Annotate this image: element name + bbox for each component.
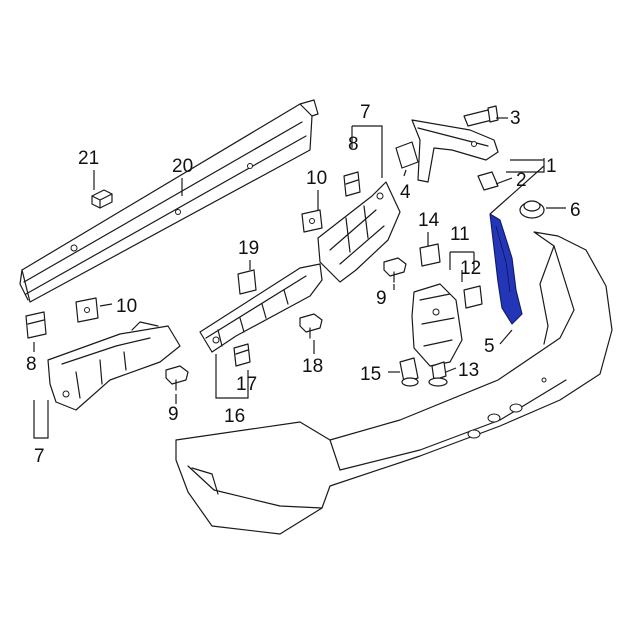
nut-8-left bbox=[25, 311, 47, 339]
callout-7-right: 7 bbox=[360, 102, 371, 123]
grommet-6 bbox=[519, 200, 545, 219]
clip-10-center bbox=[301, 209, 323, 233]
callout-19: 19 bbox=[238, 238, 259, 259]
callout-20: 20 bbox=[172, 156, 193, 177]
clip-10-left bbox=[75, 297, 99, 323]
clip-14 bbox=[419, 243, 441, 267]
callout-8-left: 8 bbox=[26, 354, 37, 375]
screw-3 bbox=[463, 105, 499, 127]
bolt-9-left bbox=[165, 365, 189, 391]
callout-18: 18 bbox=[302, 356, 323, 377]
bracket-7-left bbox=[47, 321, 181, 411]
bolt-9-center bbox=[383, 257, 407, 283]
clip-4 bbox=[395, 141, 419, 169]
bolt-18 bbox=[299, 313, 323, 339]
callout-9-center: 9 bbox=[376, 288, 387, 309]
push-pin-13 bbox=[428, 361, 448, 387]
callout-10-center: 10 bbox=[306, 168, 327, 189]
callout-21: 21 bbox=[78, 148, 99, 169]
callout-labels: 1 2 3 4 5 6 7 7 8 8 9 9 10 10 11 12 13 1… bbox=[26, 102, 581, 467]
callout-3: 3 bbox=[510, 108, 521, 129]
callout-1: 1 bbox=[546, 156, 557, 177]
callout-15: 15 bbox=[360, 364, 381, 385]
bracket-11 bbox=[411, 283, 463, 367]
bumper-cover bbox=[175, 231, 613, 535]
leader-lines bbox=[33, 117, 566, 439]
bracket-5-highlighted bbox=[489, 213, 523, 325]
nut-8-center bbox=[343, 171, 361, 197]
clip-19 bbox=[237, 269, 257, 295]
callout-5: 5 bbox=[484, 336, 495, 357]
nut-2 bbox=[477, 171, 499, 191]
callout-4: 4 bbox=[400, 182, 411, 203]
callout-10-left: 10 bbox=[116, 296, 137, 317]
clip-17 bbox=[233, 343, 251, 367]
callout-11: 11 bbox=[450, 224, 470, 245]
callout-14: 14 bbox=[418, 210, 440, 231]
callout-8-center: 8 bbox=[348, 134, 359, 155]
callout-13: 13 bbox=[458, 360, 479, 381]
bracket-7-right bbox=[317, 181, 401, 283]
callout-12: 12 bbox=[460, 258, 481, 279]
callout-7-left: 7 bbox=[34, 446, 45, 467]
clip-12 bbox=[463, 285, 483, 309]
bracket-1 bbox=[411, 119, 499, 183]
reinforcement-beam bbox=[19, 99, 319, 303]
bolt-21 bbox=[91, 189, 113, 209]
callout-2: 2 bbox=[516, 170, 527, 191]
push-pin-15 bbox=[399, 357, 419, 387]
callout-6: 6 bbox=[570, 200, 581, 221]
callout-17: 17 bbox=[236, 374, 257, 395]
bracket-16-center bbox=[199, 263, 323, 353]
callout-16: 16 bbox=[224, 406, 245, 427]
callout-9-left: 9 bbox=[168, 404, 179, 425]
